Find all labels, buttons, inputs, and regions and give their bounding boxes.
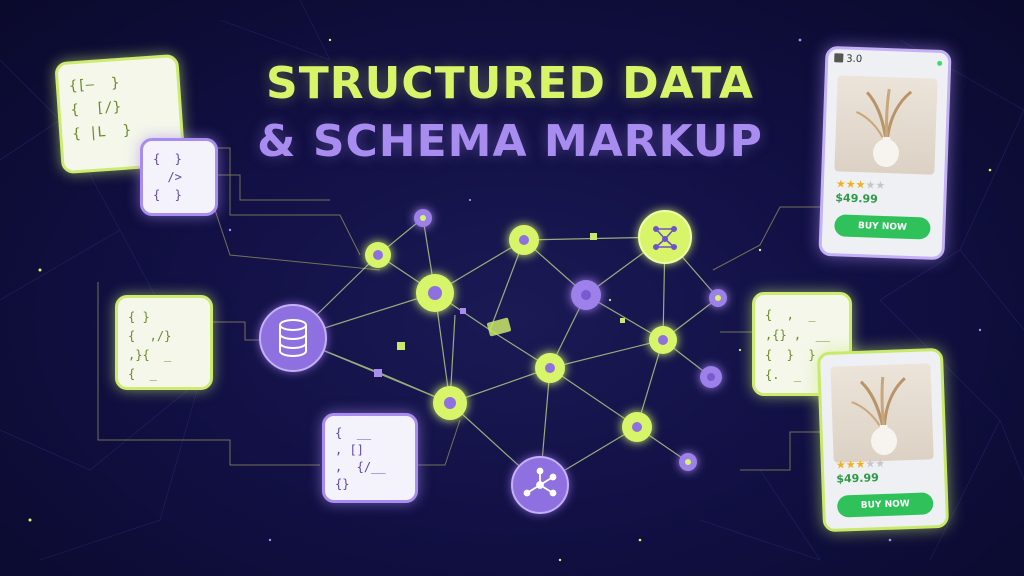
product-price: $49.99: [835, 191, 879, 206]
title-line-1: STRUCTURED DATA: [266, 58, 754, 109]
database-icon: [259, 304, 327, 372]
code-snippet: { } { ,/} ,}{ _ { _: [128, 310, 172, 381]
product-price: $49.99: [836, 471, 879, 486]
graph-node: [649, 326, 677, 354]
graph-node: [709, 289, 727, 307]
status-dot: [937, 60, 943, 66]
product-card: ★★★★★ $49.99 BUY NOW: [816, 347, 950, 533]
code-snippet: { , _ ,{} , __ { } } {. _: [765, 308, 831, 382]
graph-node: [679, 453, 697, 471]
buy-now-button[interactable]: BUY NOW: [836, 492, 934, 518]
graph-nodes: [365, 209, 727, 471]
code-snippet: { __ , [] , {/__ {}: [335, 426, 386, 491]
code-snippet: {[— } { [/} { |L }: [68, 74, 132, 143]
graph-node: [433, 386, 467, 420]
code-card: { __ , [] , {/__ {}: [322, 413, 418, 503]
product-card-header: 3.0: [834, 53, 862, 68]
graph-node: [535, 353, 565, 383]
product-card: 3.0 ★★★★★ $49.99 BUY NOW: [818, 45, 952, 261]
rating-stars: ★★★★★: [835, 177, 886, 193]
code-card: { } /> { }: [140, 138, 218, 216]
graph-node: [622, 412, 652, 442]
graph-node: [700, 366, 722, 388]
code-snippet: { } /> { }: [153, 152, 182, 202]
graph-node: [414, 209, 432, 227]
title-line-2: & SCHEMA MARKUP: [257, 116, 763, 167]
product-image: [830, 363, 934, 463]
code-card: { } { ,/} ,}{ _ { _: [115, 295, 213, 390]
shopping-bag-icon: [834, 53, 844, 63]
graph-node: [416, 274, 454, 312]
share-icon: [511, 456, 569, 514]
graph-node: [365, 242, 391, 268]
graph-node: [509, 225, 539, 255]
graph-node: [571, 280, 601, 310]
buy-now-button[interactable]: BUY NOW: [834, 214, 931, 240]
rating-stars: ★★★★★: [835, 456, 886, 472]
sparkles: [28, 38, 992, 562]
network-icon: [638, 210, 692, 264]
graph-connectors: [374, 233, 625, 377]
product-image: [834, 75, 938, 175]
product-badge: 3.0: [846, 53, 863, 66]
